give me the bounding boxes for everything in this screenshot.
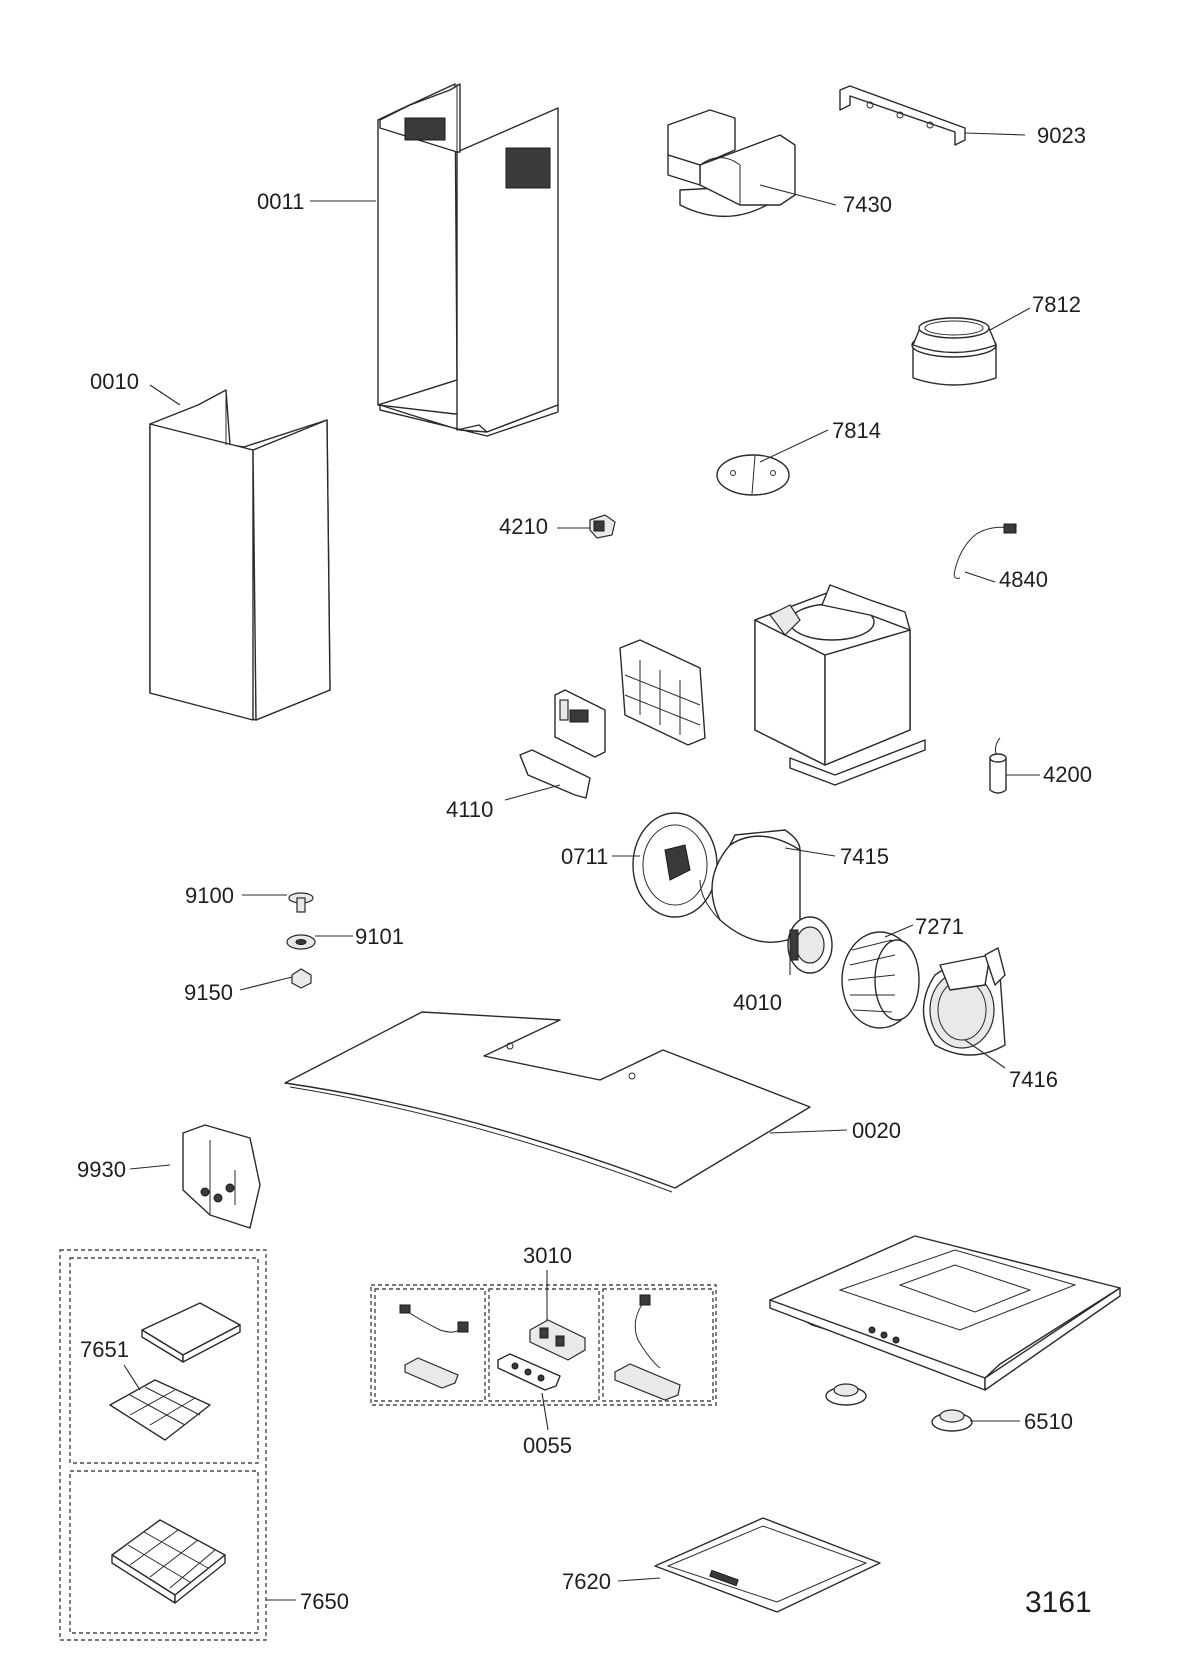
label-0011: 0011 [257, 189, 304, 214]
label-9100: 9100 [185, 883, 234, 908]
part-9930-mounting-kit [182, 1124, 261, 1229]
part-carbon-filter-cassette [111, 1519, 226, 1604]
part-4110-trim [519, 749, 591, 799]
part-7415-scroll-housing [699, 829, 801, 943]
part-4840-cable [953, 523, 1017, 579]
part-7416-fan-housing [922, 947, 1006, 1056]
label-4210: 4210 [499, 514, 548, 539]
part-pcb [554, 689, 606, 758]
label-3010: 3010 [523, 1243, 572, 1268]
label-7430: 7430 [843, 192, 892, 217]
kit-7650-box [59, 1249, 267, 1641]
label-7651: 7651 [80, 1337, 129, 1362]
part-7814-damper [716, 454, 790, 496]
part-6510-lamp-a [825, 1383, 867, 1406]
part-7430-outlet-adapter [667, 109, 796, 218]
document-number: 3161 [1025, 1586, 1092, 1619]
frame-grid [624, 660, 701, 735]
label-7812: 7812 [1032, 292, 1081, 317]
control-variant-1 [399, 1304, 469, 1389]
label-4200: 4200 [1043, 762, 1092, 787]
label-4010: 4010 [733, 990, 782, 1015]
part-7651-carbon-filter [109, 1302, 241, 1441]
part-4200-capacitor [989, 737, 1007, 794]
part-0011-upper-chimney [377, 83, 559, 437]
part-3010-control-board [529, 1319, 586, 1361]
label-7416: 7416 [1009, 1067, 1058, 1092]
label-9023: 9023 [1037, 123, 1086, 148]
label-9930: 9930 [77, 1157, 126, 1182]
part-0711-motor-plate [632, 812, 718, 918]
part-4010-motor [787, 916, 833, 974]
part-9023-wall-bracket [839, 85, 966, 146]
leader-lines [123, 132, 1040, 1601]
vent-slots-right [505, 147, 551, 189]
label-7620: 7620 [562, 1569, 611, 1594]
label-9150: 9150 [184, 980, 233, 1005]
label-7271: 7271 [915, 914, 964, 939]
part-7812-reducer-ring [911, 317, 997, 386]
part-hood-body [769, 1235, 1121, 1391]
control-variant-3 [614, 1294, 681, 1401]
label-4110: 4110 [446, 797, 493, 822]
label-0010: 0010 [90, 369, 139, 394]
label-0711: 0711 [561, 844, 608, 869]
part-6510-lamp-b [931, 1409, 973, 1432]
part-grease-frame [619, 639, 706, 746]
part-9101-washer [286, 934, 316, 950]
label-6510: 6510 [1024, 1409, 1073, 1434]
label-0020: 0020 [852, 1118, 901, 1143]
part-0020-glass-canopy [284, 1011, 811, 1193]
part-7620-grease-filter [654, 1517, 881, 1613]
part-9150-nut [291, 968, 312, 989]
impeller-blades [847, 939, 896, 1013]
label-7650: 7650 [300, 1589, 349, 1614]
part-7271-impeller [841, 931, 920, 1029]
part-0010-lower-chimney [149, 389, 331, 721]
label-0055: 0055 [523, 1433, 572, 1458]
label-9101: 9101 [355, 924, 404, 949]
vent-slots-left [404, 117, 446, 141]
label-4840: 4840 [999, 567, 1048, 592]
part-0055-control-panel [497, 1353, 561, 1391]
label-7415: 7415 [840, 844, 889, 869]
label-7814: 7814 [832, 418, 881, 443]
part-4210-switch [589, 514, 616, 539]
part-9100-screw [288, 892, 314, 913]
part-motor-housing [754, 584, 926, 786]
